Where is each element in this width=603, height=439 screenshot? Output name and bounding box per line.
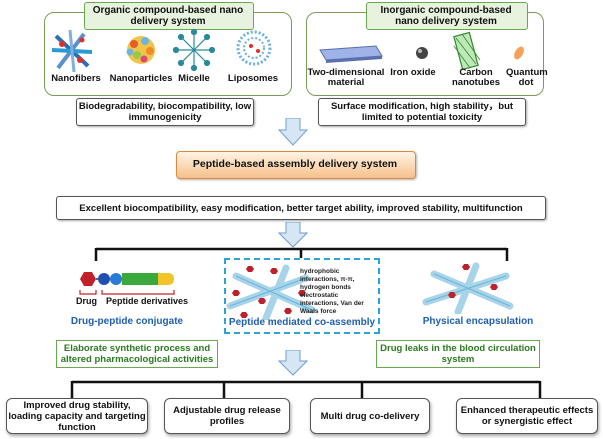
two-dimensional-material-icon: [319, 45, 383, 63]
center-advantages: Excellent biocompatibility, easy modific…: [56, 196, 546, 220]
inorganic-item-iron-oxide: Iron oxide: [390, 67, 436, 78]
conjugate-note: Elaborate synthetic process and altered …: [56, 340, 218, 368]
physical-encapsulation-icon: [422, 262, 514, 314]
nanofibers-icon: [51, 29, 93, 73]
center-title-box: [176, 151, 416, 179]
inorganic-title-box: [366, 2, 528, 30]
organic-item-micelle: Micelle: [178, 73, 210, 84]
inorganic-property: Surface modification, high stability，but…: [318, 98, 526, 126]
inorganic-item-quantum-dot: Quantum dot: [506, 67, 548, 88]
inorganic-item-2d: Two-dimensional material: [307, 67, 385, 88]
nanoparticles-icon: [126, 36, 155, 64]
peptide-mediated-coassembly-label: Peptide mediated co-assembly: [228, 317, 376, 328]
organic-title: Organic compound-based nano delivery sys…: [92, 5, 244, 27]
outcome-enhanced-effects: Enhanced therapeutic effects or synergis…: [456, 398, 598, 434]
interactions-text: hydrophobic interactions, π-π, hydrogen …: [300, 268, 364, 315]
organic-icons: [51, 28, 272, 73]
peptide-derivatives-label: Peptide derivatives: [106, 296, 189, 306]
drug-peptide-conjugate-label: Drug-peptide conjugate: [70, 316, 184, 327]
inorganic-title: Inorganic compound-based nano delivery s…: [380, 5, 512, 27]
organic-item-liposomes: Liposomes: [227, 73, 279, 84]
carbon-nanotubes-icon: [453, 31, 481, 71]
outcome-multi-drug: Multi drug co-delivery: [310, 398, 430, 434]
drug-peptide-conjugate-icon: [79, 272, 175, 295]
down-arrow-icon: [278, 222, 308, 248]
outcome-improved-stability: Improved drug stability, loading capacit…: [6, 398, 148, 434]
coassembly-fibers-icon: [226, 264, 316, 320]
micelle-icon: [172, 28, 216, 72]
organic-property: Biodegradability, biocompatibility, low …: [76, 98, 254, 126]
inorganic-item-carbon-nanotubes: Carbon nanotubes: [451, 67, 501, 88]
quantum-dot-icon: [514, 46, 524, 60]
organic-item-nanoparticles: Nanoparticles: [109, 73, 173, 84]
liposomes-icon: [236, 30, 272, 66]
drug-label: Drug: [76, 296, 97, 306]
encapsulation-note: Drug leaks in the blood circulation syst…: [376, 340, 540, 368]
outcome-bracket: [70, 380, 542, 398]
center-title: Peptide-based assembly delivery system: [192, 158, 398, 170]
organic-title-box: [84, 2, 254, 30]
iron-oxide-icon: [416, 47, 428, 59]
inorganic-icons: [319, 31, 524, 71]
physical-encapsulation-label: Physical encapsulation: [422, 316, 534, 327]
down-arrow-icon: [278, 118, 308, 146]
organic-item-nanofibers: Nanofibers: [51, 73, 101, 84]
outcome-adjustable-release: Adjustable drug release profiles: [164, 398, 290, 434]
down-arrow-icon: [278, 350, 308, 376]
